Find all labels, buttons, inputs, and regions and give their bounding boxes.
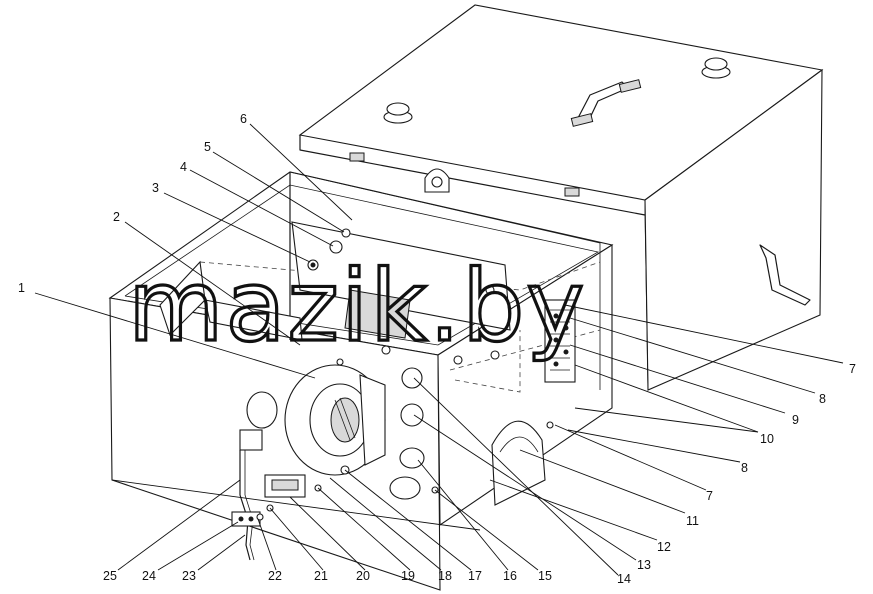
callout-13: 13 — [637, 558, 651, 572]
terminal-block — [544, 299, 576, 383]
callout-10: 10 — [760, 432, 774, 446]
callout-21: 21 — [314, 569, 328, 583]
callout-labels: 1 2 3 4 5 6 7 8 9 10 8 7 11 12 13 14 15 … — [18, 112, 856, 586]
blower-fan — [239, 364, 386, 476]
leader-lines — [34, 123, 844, 576]
callout-11: 11 — [686, 514, 699, 528]
fan-motor — [246, 391, 278, 429]
callout-22: 22 — [268, 569, 282, 583]
callout-2: 2 — [113, 210, 120, 224]
callout-15: 15 — [538, 569, 552, 583]
callout-17: 17 — [468, 569, 482, 583]
callout-8-lower: 8 — [741, 461, 748, 475]
callout-20: 20 — [356, 569, 370, 583]
callout-3: 3 — [152, 181, 159, 195]
lid-bumper-right — [701, 57, 731, 79]
switch-assembly — [231, 450, 306, 561]
callout-8-upper: 8 — [819, 392, 826, 406]
heater-shroud — [491, 420, 546, 506]
callout-25: 25 — [103, 569, 117, 583]
callout-6: 6 — [240, 112, 247, 126]
cable-clamp — [231, 511, 261, 527]
motor-connector — [239, 429, 263, 451]
front-face-fittings — [314, 345, 554, 500]
lid-bumper-left — [383, 102, 413, 124]
callout-24: 24 — [142, 569, 156, 583]
callout-9: 9 — [792, 413, 799, 427]
bracket — [159, 260, 303, 341]
side-handle — [759, 244, 811, 306]
callout-12: 12 — [657, 540, 671, 554]
watermark: mazik.by — [128, 250, 586, 364]
callout-1: 1 — [18, 281, 25, 295]
callout-19: 19 — [401, 569, 415, 583]
callout-18: 18 — [438, 569, 452, 583]
lid-cover — [298, 4, 824, 391]
callout-16: 16 — [503, 569, 517, 583]
fasteners-top — [307, 228, 351, 271]
callout-23: 23 — [182, 569, 196, 583]
callout-7-lower: 7 — [706, 489, 713, 503]
callout-4: 4 — [180, 160, 187, 174]
callout-7-upper: 7 — [849, 362, 856, 376]
mounting-plate — [291, 221, 511, 339]
callout-5: 5 — [204, 140, 211, 154]
callout-14: 14 — [617, 572, 631, 586]
